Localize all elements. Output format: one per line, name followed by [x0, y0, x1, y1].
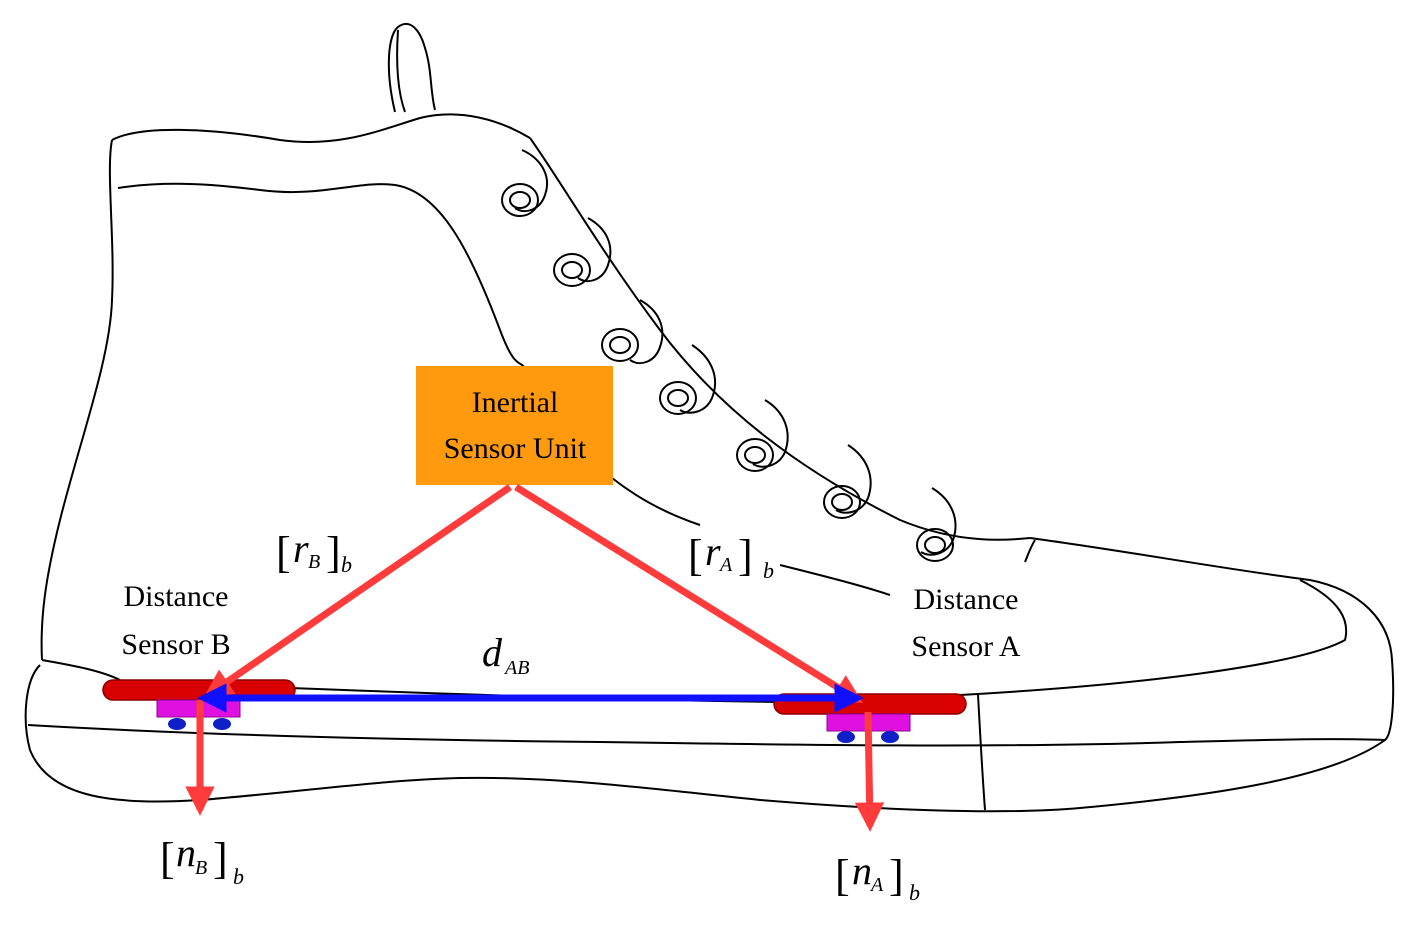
label-d-ab-sub: AB — [503, 657, 529, 679]
lace-edge-lower — [611, 477, 701, 526]
shoe-back — [40, 139, 114, 661]
inertial-sensor-unit: Inertial Sensor Unit — [416, 366, 613, 485]
sensor-b-label-line1: Distance — [124, 580, 229, 613]
label-r-b-main: r — [293, 526, 309, 571]
label-d-ab-main: d — [482, 630, 503, 675]
label-r-a-sub: A — [718, 554, 733, 576]
label-r-a-close-bracket: ] — [738, 531, 753, 580]
vectors — [185, 484, 885, 832]
outsole — [24, 664, 1386, 813]
lace-edge — [529, 137, 1031, 541]
inertial-unit-box — [416, 366, 613, 485]
label-r-a-outer: b — [763, 558, 774, 583]
toe-upper — [1029, 537, 1395, 741]
midsole-line — [27, 724, 1386, 747]
label-n-a-open-bracket: [ — [835, 851, 850, 900]
label-n-b-close-bracket: ] — [213, 834, 228, 883]
eyelet-1 — [501, 149, 548, 217]
label-d-ab: d AB — [482, 630, 529, 679]
sensor-a-bolt-left — [837, 731, 855, 743]
vector-r-b — [203, 484, 512, 699]
vector-r-a — [514, 484, 863, 704]
inertial-unit-line1: Inertial — [472, 386, 559, 419]
heel-tab-inner — [396, 29, 406, 113]
label-n-a-sub: A — [869, 874, 884, 896]
sensor-a-label-line2: Sensor A — [911, 630, 1021, 663]
heel-tab — [387, 22, 436, 113]
label-n-a: [ n A ] b — [835, 848, 920, 905]
label-r-a-main: r — [705, 529, 721, 574]
sensor-b-bolt-right — [213, 718, 231, 730]
eyelet-3 — [601, 299, 664, 365]
label-n-b-open-bracket: [ — [160, 834, 175, 883]
label-n-b-sub: B — [195, 857, 207, 879]
vector-n-a — [854, 711, 885, 832]
lace-edge-lower2 — [779, 564, 891, 596]
label-n-b-outer: b — [233, 864, 244, 889]
shoe-collar — [111, 113, 531, 143]
eyelets — [501, 149, 957, 562]
label-r-b-sub: B — [308, 551, 320, 573]
eyelet-4 — [659, 344, 717, 415]
eyelet-5 — [736, 399, 789, 472]
collar-line — [117, 182, 526, 369]
toe-vertical — [977, 694, 986, 811]
label-r-a: [ r A ] b — [688, 529, 774, 583]
label-n-a-outer: b — [909, 880, 920, 905]
inertial-unit-line2: Sensor Unit — [444, 432, 587, 465]
eyelet-6 — [823, 444, 872, 519]
label-r-b-close-bracket: ] — [326, 528, 341, 577]
label-n-a-close-bracket: ] — [889, 851, 904, 900]
toe-cap-line — [1024, 539, 1036, 563]
label-n-a-main: n — [852, 848, 872, 893]
eyelet-7 — [916, 487, 957, 562]
label-r-a-open-bracket: [ — [688, 531, 703, 580]
sensor-b-bolt-left — [168, 718, 186, 730]
label-r-b-outer: b — [341, 552, 352, 577]
label-r-b: [ r B ] b — [276, 526, 352, 577]
sensor-a-label-line1: Distance — [914, 583, 1019, 616]
sensor-b-label-line2: Sensor B — [121, 628, 230, 661]
label-n-b-main: n — [176, 830, 196, 875]
sensor-a-bolt-right — [881, 731, 899, 743]
eyelet-2 — [553, 217, 612, 287]
label-n-b: [ n B ] b — [160, 830, 244, 889]
toe-cap — [959, 579, 1348, 696]
label-r-b-open-bracket: [ — [276, 528, 291, 577]
sole-top — [41, 659, 121, 681]
